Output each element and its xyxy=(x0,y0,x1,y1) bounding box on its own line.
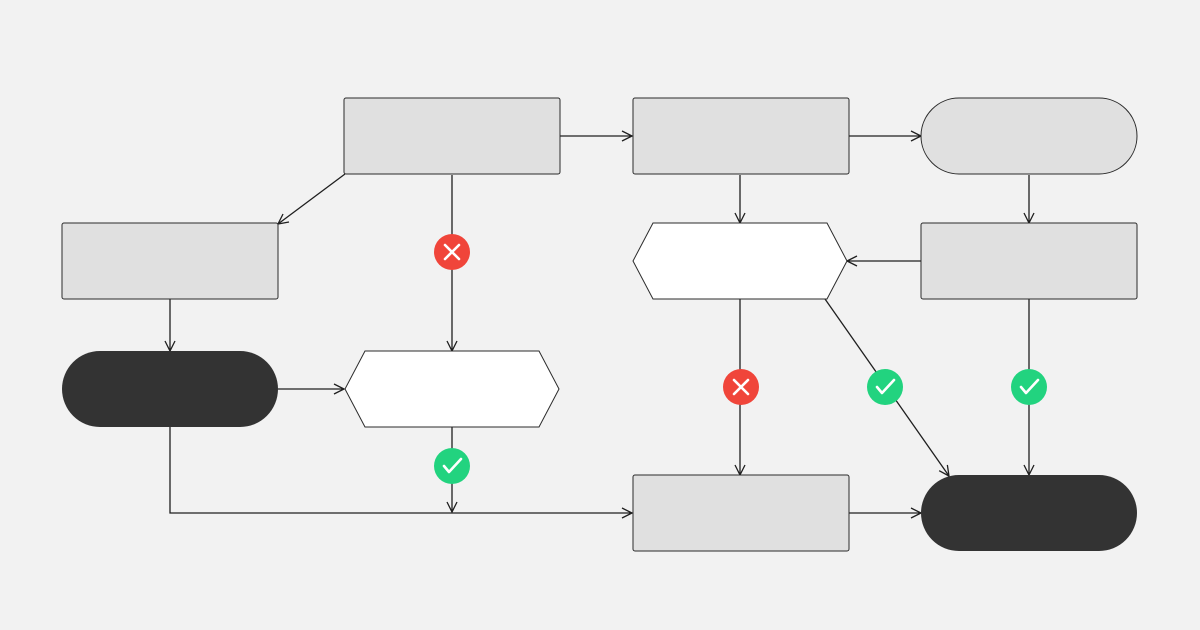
process-box-n9 xyxy=(632,474,850,552)
dark-terminal-n10 xyxy=(921,475,1137,551)
status-badges xyxy=(434,234,1047,484)
process-box-n1 xyxy=(343,97,561,175)
process-box-n6 xyxy=(920,222,1138,300)
edges xyxy=(170,136,1029,513)
x-icon xyxy=(443,243,461,261)
process-box-n4 xyxy=(61,222,279,300)
reject-badge-n1-n8 xyxy=(434,234,470,270)
approve-badge-circle xyxy=(434,448,470,484)
decision-hexagon-n5 xyxy=(632,222,848,300)
nodes xyxy=(61,97,1138,552)
edge-n7-n9 xyxy=(169,427,632,513)
check-icon xyxy=(875,378,896,395)
edge-n1-n4 xyxy=(278,173,346,224)
dark-terminal-n7 xyxy=(62,351,278,427)
reject-badge-n5-n9 xyxy=(723,369,759,405)
x-icon xyxy=(732,378,750,396)
approve-badge-n5-n10 xyxy=(867,369,903,405)
terminal-n3 xyxy=(920,97,1138,175)
approve-badge-n6-n10 xyxy=(1011,369,1047,405)
decision-hexagon-n8 xyxy=(344,350,560,428)
check-icon xyxy=(1019,378,1040,395)
approve-badge-circle xyxy=(867,369,903,405)
process-box-n2 xyxy=(632,97,850,175)
check-icon xyxy=(442,457,463,474)
approve-badge-circle xyxy=(1011,369,1047,405)
approve-badge-n8 xyxy=(434,448,470,484)
